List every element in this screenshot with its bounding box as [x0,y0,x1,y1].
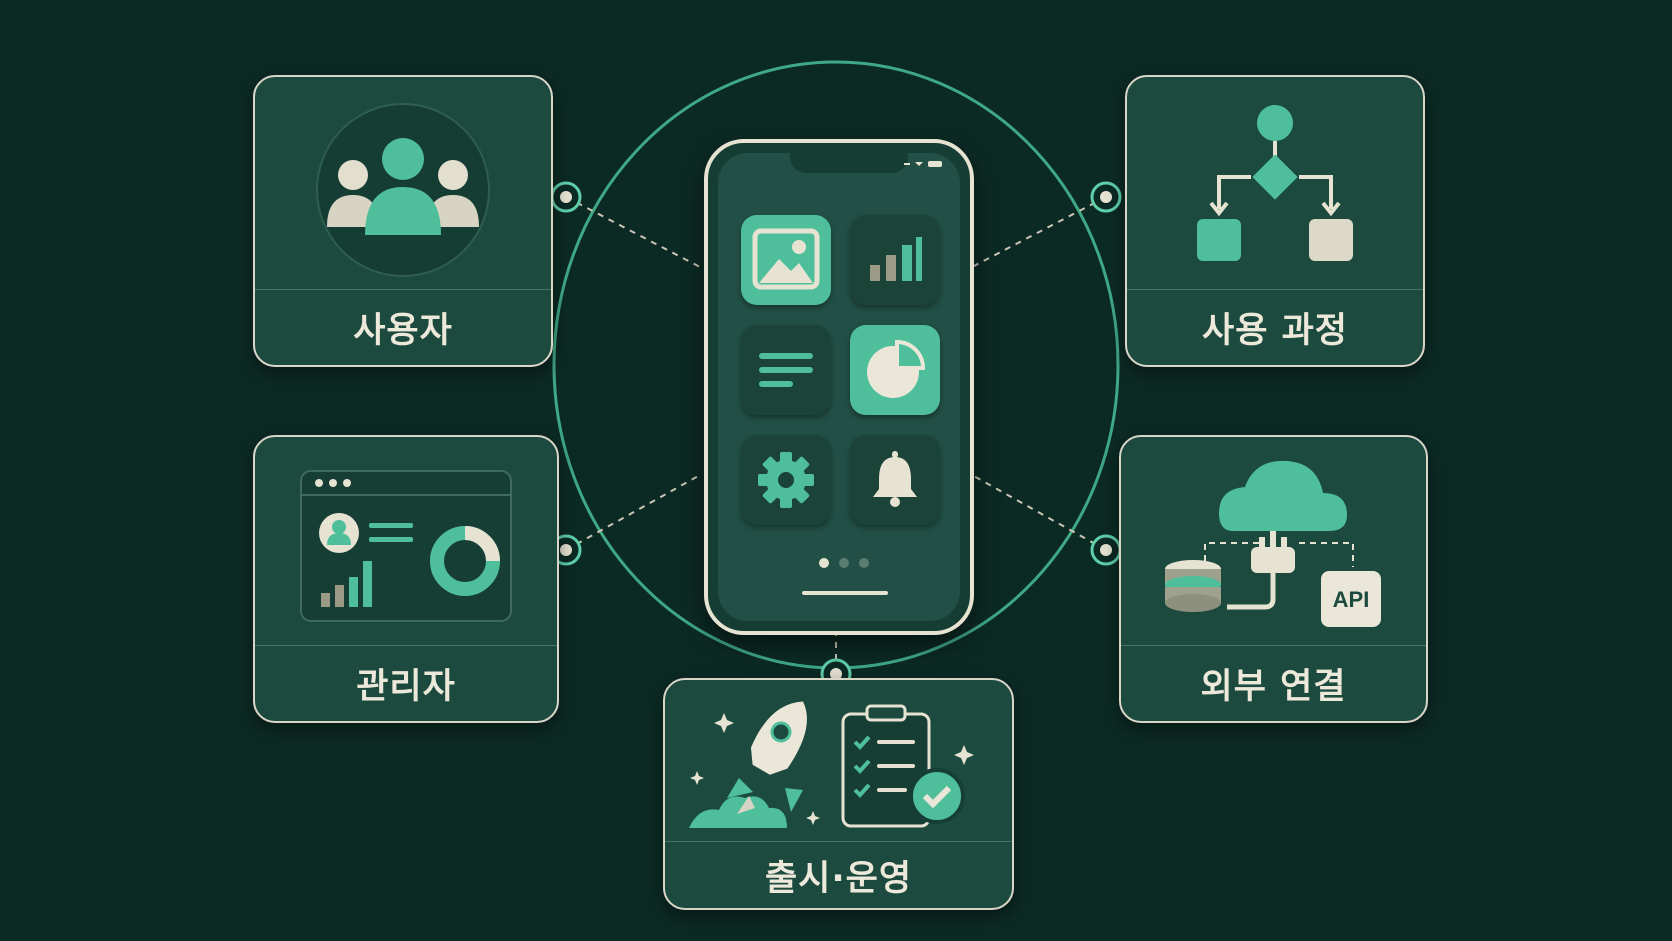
home-indicator [802,591,888,595]
pie-chart-icon[interactable] [850,325,940,415]
cloud-api-icon: API [1121,437,1426,645]
api-badge: API [1333,587,1370,612]
connector-node-admin [550,534,582,566]
integration-label: 외부 연결 [1200,667,1347,707]
integration-card: API 외부 연결 [1119,435,1428,723]
status-bar-icon [904,161,942,167]
connector-node-integration [1090,534,1122,566]
flowchart-icon [1127,77,1423,288]
smartphone [704,139,974,635]
users-card: 사용자 [253,75,553,367]
dashed-links [565,196,1107,668]
phone-notch [790,151,908,173]
users-group-icon [255,77,551,288]
admin-dashboard-icon [255,437,557,645]
launch-card: 출시·운영 [663,678,1014,910]
bar-chart-icon[interactable] [850,215,940,305]
rocket-checklist-icon [665,680,1012,842]
bell-icon[interactable] [850,435,940,525]
document-icon[interactable] [741,325,831,415]
connector-node-flow [1090,181,1122,213]
admin-label: 관리자 [356,667,456,707]
phone-screen [718,151,960,621]
admin-card: 관리자 [253,435,559,723]
image-icon[interactable] [741,215,831,305]
flow-label: 사용 과정 [1202,311,1348,351]
users-label: 사용자 [353,311,453,351]
gear-icon[interactable] [741,435,831,525]
connector-node-users [550,181,582,213]
flow-card: 사용 과정 [1125,75,1425,367]
page-indicator [819,558,869,568]
launch-label: 출시·운영 [764,858,913,899]
